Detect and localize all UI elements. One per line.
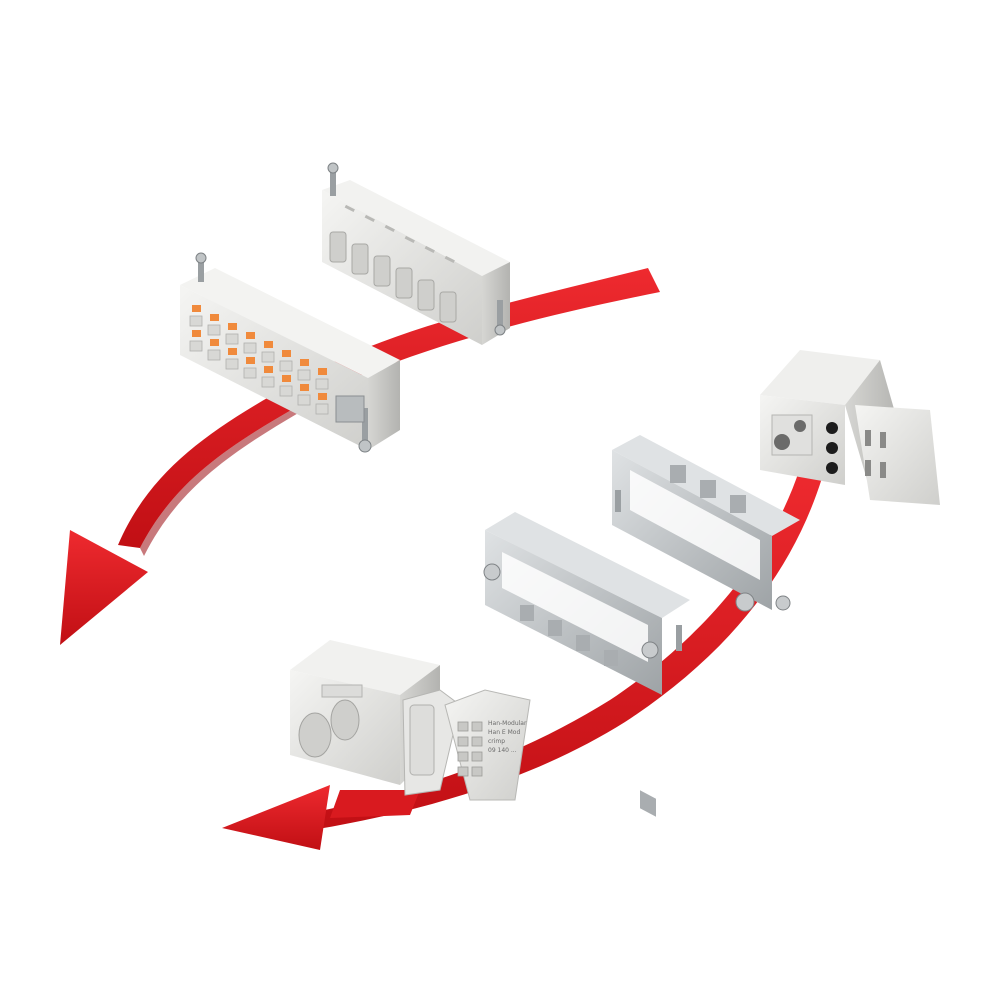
lower-curved-arrow: [222, 468, 822, 850]
screw-icon: [195, 252, 372, 453]
module-with-black-contacts: [760, 350, 940, 505]
module-label-line: Han-Modular: [488, 720, 527, 727]
frame-bolt-icon: [735, 592, 755, 612]
hinged-frame-front: [483, 512, 690, 695]
bottom-module-pair: Han-Modular Han E Mod crimp 09 140 ...: [290, 640, 531, 801]
large-contact-hole-icon: [794, 420, 806, 432]
screw-icon: [327, 162, 506, 336]
male-connector-insert: [322, 162, 510, 345]
lower-arrow-head: [222, 785, 330, 850]
large-contact-hole-icon: [298, 712, 332, 758]
female-connector-orange: [180, 252, 400, 453]
module-label-line: crimp: [488, 738, 505, 745]
hinged-frame-back: [612, 435, 800, 817]
upper-arrow-body: [118, 268, 660, 548]
module-label: Han-Modular Han E Mod crimp 09 140 ...: [488, 720, 527, 754]
large-contact-hole-icon: [330, 699, 360, 741]
upper-arrow-head: [60, 530, 148, 645]
lower-arrow-tail-highlight: [330, 790, 420, 818]
frame-bolt-icon: [483, 563, 501, 581]
frame-bolt-icon: [641, 641, 659, 659]
module-label-line: Han E Mod: [488, 729, 520, 736]
orange-contact-grid: [189, 305, 329, 415]
upper-arrow-shadow: [140, 405, 300, 556]
upper-curved-arrow: [60, 268, 660, 645]
contact-grid: [457, 721, 483, 777]
black-contact-icon: [826, 422, 838, 474]
module-label-line: 09 140 ...: [488, 747, 517, 754]
frame-bolt-icon: [775, 595, 791, 611]
large-contact-hole-icon: [774, 434, 790, 450]
